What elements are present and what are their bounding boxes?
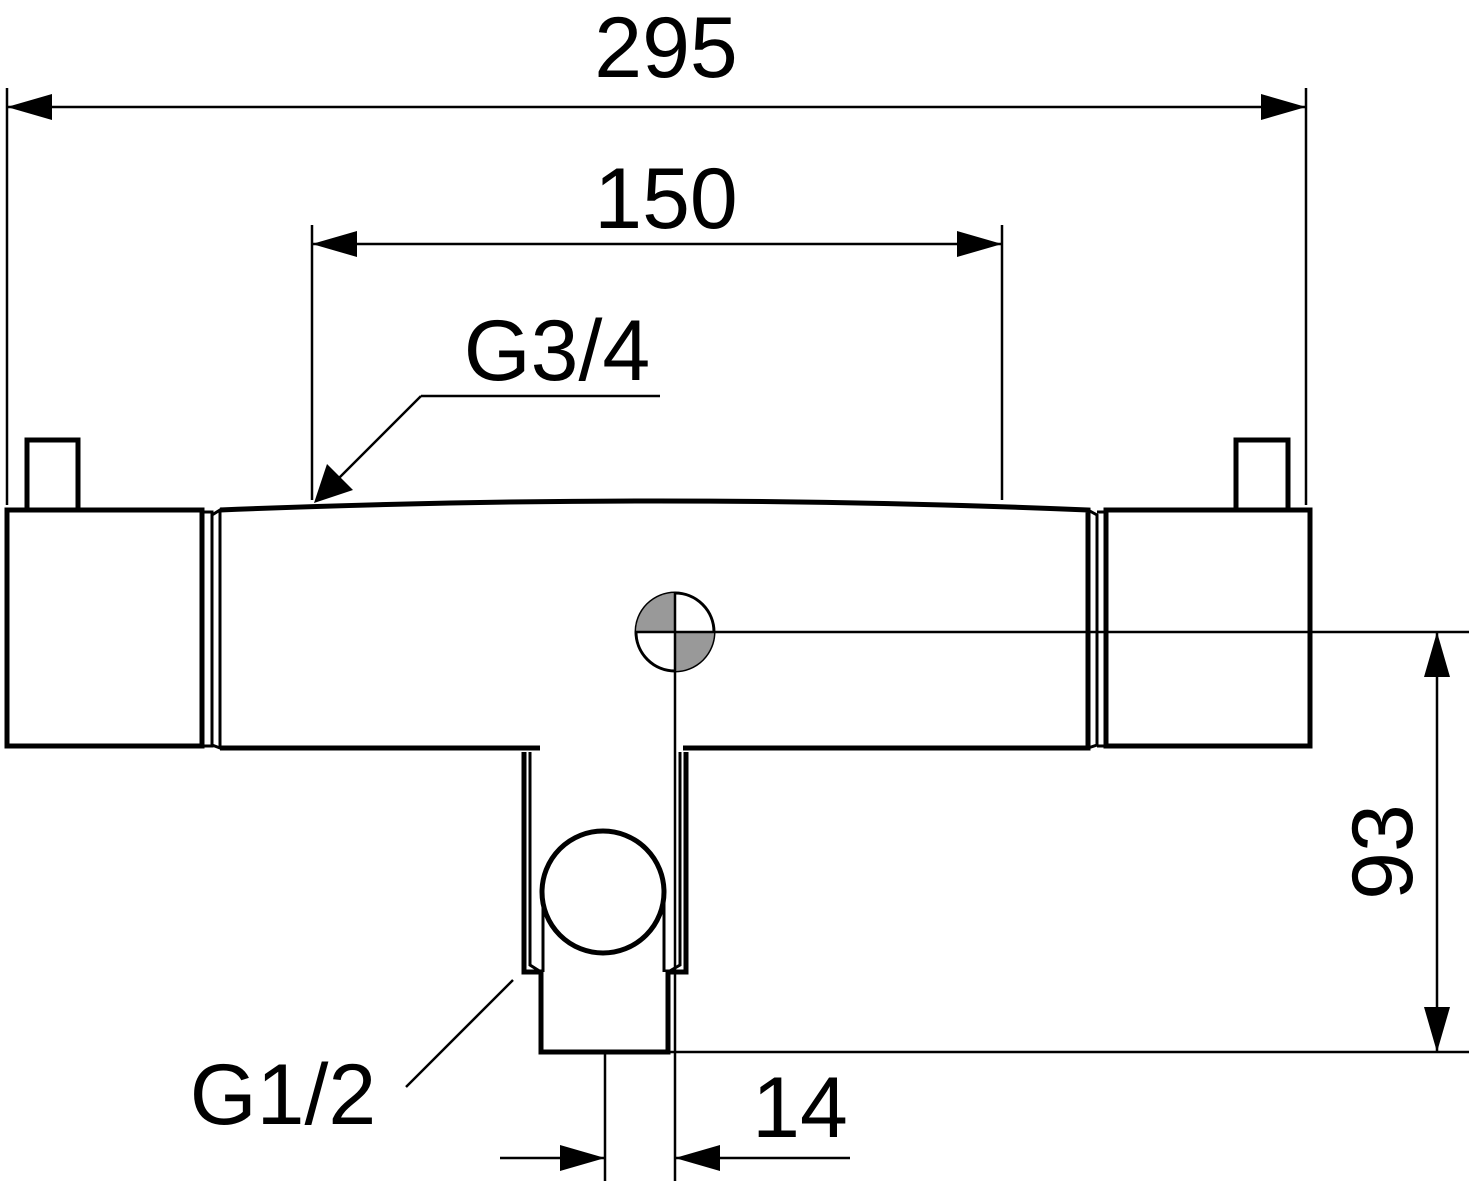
inlet-thread-callout: G3/4 [314, 303, 660, 503]
inlet-spacing-dimension: 150 [310, 151, 1004, 500]
outlet-offset-dimension: 14 [500, 1052, 850, 1181]
overall-width-label: 295 [594, 0, 738, 96]
right-ring [1087, 508, 1099, 750]
arrowhead-right [1261, 94, 1306, 120]
outlet-thread-label: G1/2 [190, 1047, 376, 1143]
outlet-spout-inner-right [667, 752, 682, 974]
arrowhead-left [7, 94, 52, 120]
outlet-height-label: 93 [1335, 804, 1431, 900]
outlet-offset-label: 14 [752, 1060, 848, 1156]
outlet-thread-callout: G1/2 [190, 979, 514, 1143]
central-body [219, 498, 1091, 751]
inlet-spacing-label: 150 [594, 151, 738, 247]
arrowhead-top [1424, 632, 1450, 677]
overall-width-dimension: 295 [5, 0, 1308, 505]
arrowhead-right [957, 231, 1002, 257]
left-handle [4, 507, 205, 749]
right-top-nipple [1233, 437, 1291, 510]
arrowhead-right [675, 1145, 720, 1171]
left-ring-inner [211, 507, 222, 751]
outlet-height-dimension: 93 [668, 632, 1469, 1054]
center-mark-quadrant-bottom-right [675, 632, 714, 671]
leader-diagonal [334, 395, 422, 483]
mixer-body [4, 437, 1313, 1055]
right-handle [1103, 507, 1313, 749]
leader-diagonal [405, 979, 514, 1088]
arrowhead-left [560, 1145, 605, 1171]
left-ring [202, 510, 214, 748]
center-mark-quadrant-top-left [636, 593, 675, 632]
inlet-thread-label: G3/4 [464, 303, 650, 399]
outlet-spout-inner-left [528, 752, 542, 974]
left-top-nipple [24, 437, 81, 510]
outlet-round-boss [539, 828, 667, 956]
arrowhead-bottom [1424, 1007, 1450, 1052]
arrowhead-left [312, 231, 357, 257]
leader-arrowhead [314, 464, 353, 503]
